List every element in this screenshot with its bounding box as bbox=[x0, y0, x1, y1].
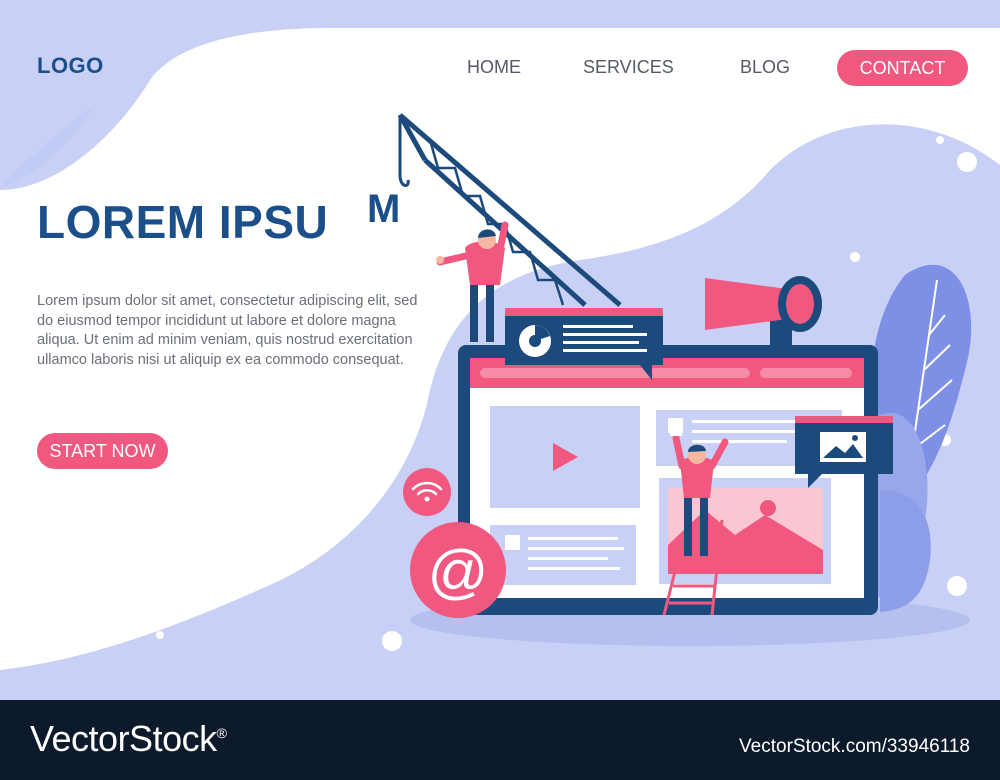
crane-icon bbox=[397, 113, 622, 307]
hero-title: LOREM IPSU bbox=[37, 196, 329, 248]
logo[interactable]: LOGO bbox=[37, 53, 104, 78]
worker-on-ladder-figure bbox=[670, 424, 729, 556]
plant-pot bbox=[880, 490, 931, 612]
nav-home[interactable]: HOME bbox=[467, 57, 521, 77]
nav-services[interactable]: SERVICES bbox=[583, 57, 674, 77]
hero-description: Lorem ipsum dolor sit amet, consectetur … bbox=[37, 293, 418, 368]
wifi-icon bbox=[403, 468, 451, 516]
at-symbol: @ bbox=[428, 538, 489, 605]
vectorstock-brand: VectorStock® bbox=[30, 718, 227, 760]
image-card-icon bbox=[795, 416, 893, 488]
image-id-label: VectorStock.com/33946118 bbox=[739, 736, 970, 757]
registered-mark: ® bbox=[216, 725, 227, 741]
browser-window-mockup bbox=[458, 345, 878, 615]
worker-on-crane-figure bbox=[436, 221, 509, 342]
start-now-button[interactable]: START NOW bbox=[37, 433, 168, 469]
hero-title-hanging-letter: M bbox=[367, 187, 401, 231]
brand-name: VectorStock bbox=[30, 718, 217, 759]
email-icon: @ bbox=[410, 522, 506, 618]
nav-blog[interactable]: BLOG bbox=[740, 57, 791, 77]
watermark-footer bbox=[0, 700, 1000, 780]
chart-card-icon bbox=[505, 308, 663, 380]
contact-button[interactable]: CONTACT bbox=[837, 50, 968, 86]
play-icon bbox=[553, 443, 578, 471]
megaphone-icon bbox=[705, 276, 822, 355]
website-construction-illustration: @ bbox=[397, 113, 972, 646]
